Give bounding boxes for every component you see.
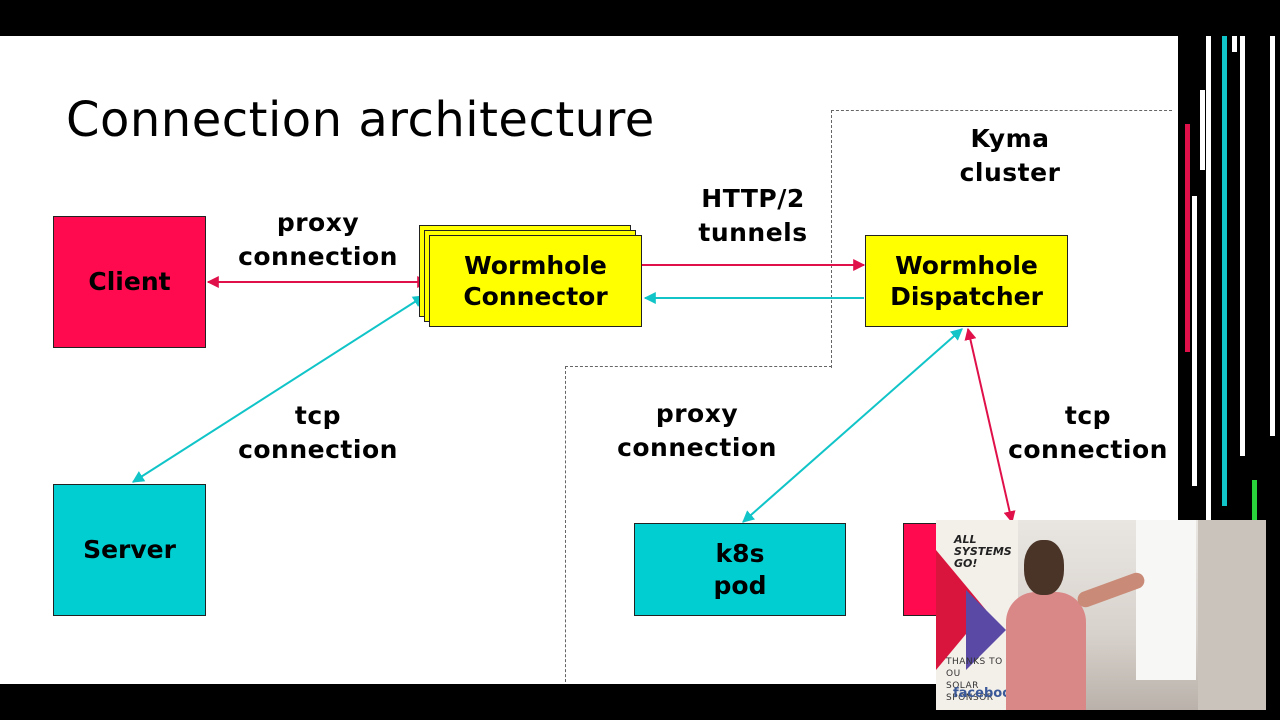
label-dispatcher-tcp-line1: tcp [1064, 401, 1112, 430]
dispatcher-label-line2: Dispatcher [890, 282, 1043, 311]
label-client-connector-line2: connection [238, 242, 398, 271]
banner-sponsor-text: THANKS TO OU SOLAR SPONSOR [946, 657, 1003, 703]
strip-green [1252, 480, 1257, 526]
dispatcher-box: Wormhole Dispatcher [865, 235, 1068, 327]
connector-label-line1: Wormhole [464, 250, 607, 280]
projector-screen [1136, 520, 1196, 680]
label-dispatcher-tcp-line2: connection [1008, 435, 1168, 464]
label-client-connector: proxy connection [228, 206, 408, 274]
label-connector-server-line2: connection [238, 435, 398, 464]
connection-arrows [131, 259, 1016, 524]
k8s-pod-label-line2: pod [713, 570, 767, 600]
speaker-webcam: ALL SYSTEMS GO! THANKS TO OU SOLAR SPONS… [936, 520, 1266, 710]
strip-cyan [1222, 36, 1227, 506]
strip-white-1 [1192, 196, 1197, 486]
strip-white-2 [1200, 90, 1205, 170]
client-box: Client [53, 216, 206, 348]
strip-red [1185, 124, 1190, 352]
server-label: Server [83, 535, 176, 565]
server-box: Server [53, 484, 206, 616]
kyma-cluster-label: Kyma cluster [940, 122, 1080, 190]
client-label: Client [88, 267, 171, 297]
label-connector-server: tcp connection [228, 399, 408, 467]
background-wall [1198, 520, 1266, 710]
kyma-cluster-label-line2: cluster [959, 158, 1061, 187]
speaker-head [1024, 540, 1064, 595]
banner-brand: facebook [953, 686, 1020, 701]
slide: Connection architecture Kyma cluster Cli… [0, 36, 1178, 684]
strip-white-5 [1240, 36, 1245, 456]
label-dispatcher-pod: proxy connection [607, 397, 787, 465]
connector-label-line2: Connector [463, 282, 608, 311]
kyma-cluster-boundary-lower [565, 366, 832, 684]
decorative-strips [1178, 36, 1280, 526]
connector-box: Wormhole Connector [429, 235, 642, 327]
label-dispatcher-tcp: tcp connection [998, 399, 1178, 467]
arrow-connector-server [131, 295, 426, 483]
label-tunnels: HTTP/2 tunnels [668, 182, 838, 250]
strip-white-3 [1206, 36, 1211, 520]
label-client-connector-line1: proxy [276, 208, 360, 237]
dispatcher-label-line1: Wormhole [895, 250, 1038, 280]
label-tunnels-line2: tunnels [698, 218, 808, 247]
banner-shape-purple [966, 590, 1006, 670]
label-dispatcher-pod-line2: connection [617, 433, 777, 462]
kyma-cluster-label-line1: Kyma [970, 124, 1050, 153]
arrow-dispatcher-pod [742, 328, 963, 523]
speaker-body [1006, 592, 1086, 710]
conference-banner: ALL SYSTEMS GO! THANKS TO OU SOLAR SPONS… [936, 520, 1020, 710]
kyma-cluster-boundary-upper [831, 110, 1172, 368]
banner-logo-text: ALL SYSTEMS GO! [954, 533, 1012, 570]
strip-white-4 [1232, 36, 1237, 52]
label-connector-server-line1: tcp [294, 401, 342, 430]
label-dispatcher-pod-line1: proxy [655, 399, 739, 428]
strip-white-6 [1270, 36, 1275, 436]
arrow-dispatcher-tcp [964, 327, 1016, 524]
slide-title: Connection architecture [66, 92, 655, 148]
label-tunnels-line1: HTTP/2 [701, 184, 805, 213]
k8s-pod-box: k8s pod [634, 523, 846, 616]
k8s-pod-label-line1: k8s [715, 539, 765, 569]
